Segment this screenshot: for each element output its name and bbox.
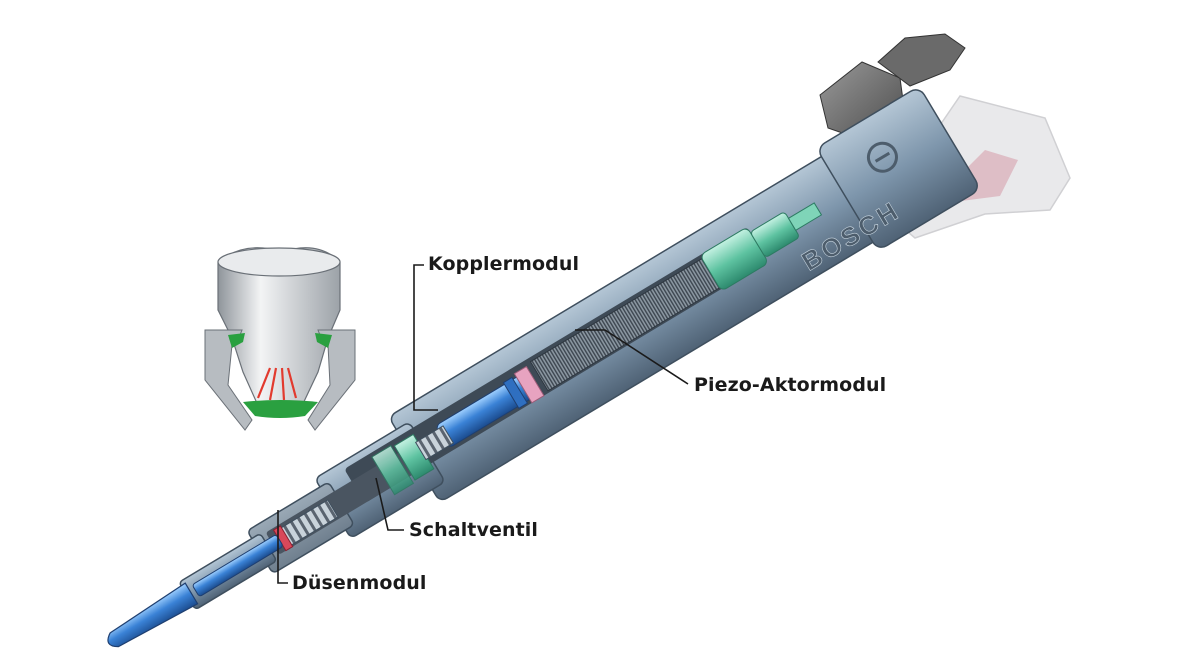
coupler-module [436,365,545,447]
label-kopplermodul: Kopplermodul [428,253,580,275]
leader-duesenmodul [277,510,288,584]
switching-valve [371,425,455,496]
nozzle-tip-inset [204,247,356,431]
nozzle-module [192,499,339,597]
label-duesenmodul: Düsenmodul [292,572,427,594]
brand-logo-icon [866,141,898,173]
label-piezo-aktormodul: Piezo-Aktormodul [694,374,887,396]
label-schaltventil: Schaltventil [409,519,538,541]
leader-piezo-aktormodul [575,329,689,385]
piezo-actuator-stack [529,202,823,392]
leader-kopplermodul [413,264,438,411]
callout-leaders [277,264,689,584]
leader-schaltventil [375,477,404,531]
